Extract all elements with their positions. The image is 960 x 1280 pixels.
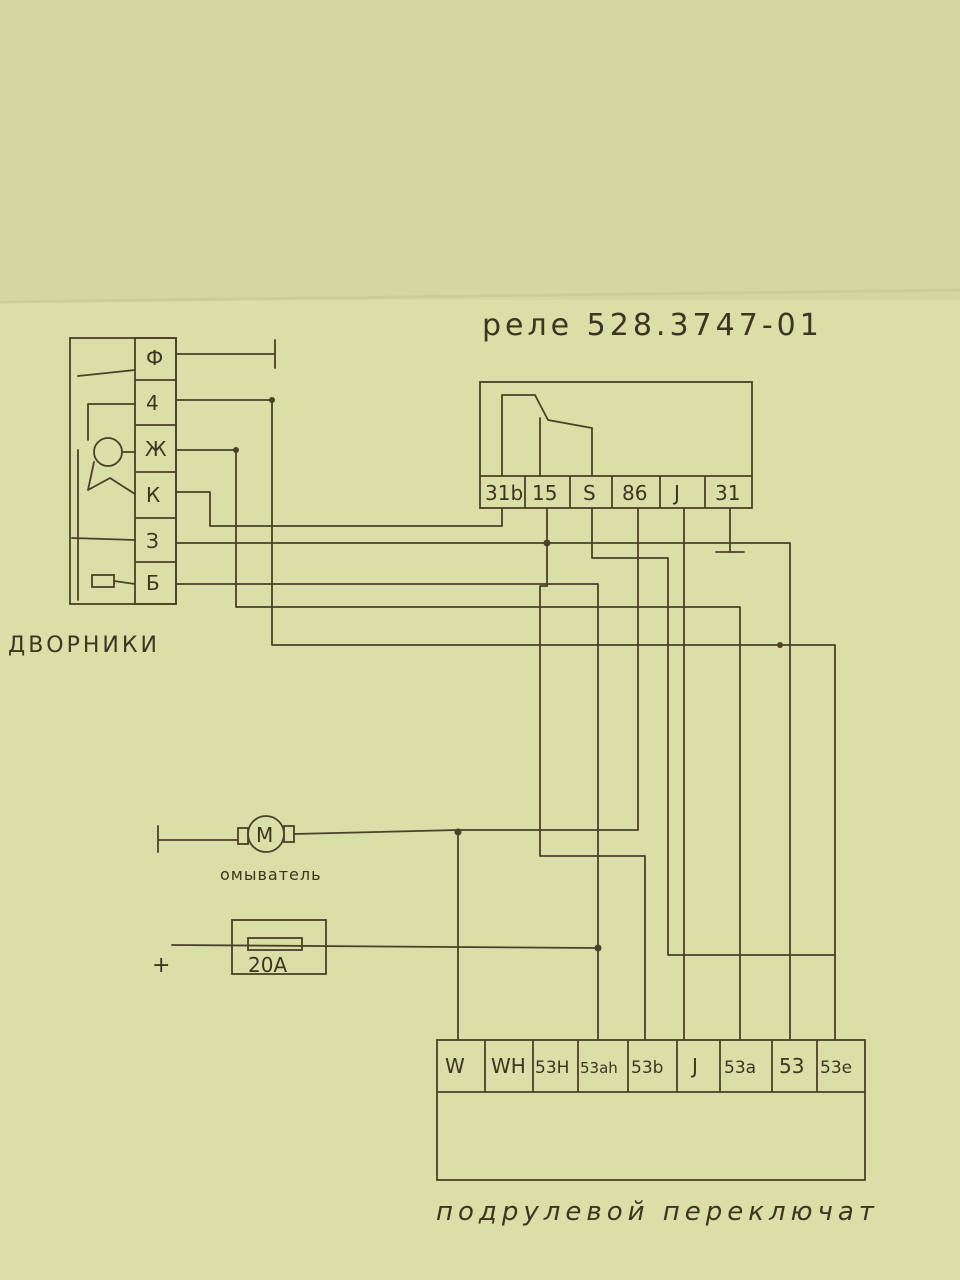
switch-pin-53e: 53e (820, 1058, 852, 1078)
wire-s-loop (591, 507, 836, 956)
switch-pin-53h: 53H (535, 1058, 569, 1078)
washer-caption: омыватель (220, 865, 322, 884)
washer-motor-symbol: M (256, 823, 273, 847)
switch-pin-53b: 53b (631, 1058, 663, 1078)
wire-4-to-53e (175, 399, 836, 1041)
wiper-motor-icon (93, 437, 123, 467)
relay-title: реле 528.3747-01 (482, 308, 823, 343)
wire-86-to-washer (457, 507, 639, 831)
switch-pin-53: 53 (779, 1054, 804, 1078)
wire-k-to-31b (175, 491, 503, 527)
relay-pin-j: J (672, 481, 680, 505)
stalk-switch-caption: подрулевой переключат (436, 1197, 879, 1227)
stalk-switch: W WH 53H 53ah 53b J 53a 53 53e (436, 1039, 866, 1181)
wiper-pin-f: Ф (146, 346, 163, 370)
switch-pin-w: W (445, 1054, 465, 1078)
fuse-element (247, 937, 303, 951)
relay-pin-86: 86 (622, 481, 647, 505)
wiper-connector: Ф 4 Ж К З Б (69, 337, 177, 605)
relay-body (479, 381, 753, 509)
wiper-pin-b: Б (146, 571, 160, 595)
wiper-pin-z: З (146, 529, 159, 553)
switch-pin-wh: WH (491, 1054, 526, 1078)
washer-motor: M (157, 815, 459, 853)
paper-fold-line (0, 288, 960, 304)
stalk-switch-body (436, 1039, 866, 1181)
plus-sign: + (152, 953, 173, 978)
switch-pin-j: J (690, 1054, 698, 1078)
wire-z-to-53 (546, 542, 791, 1041)
fuse-outline (231, 919, 327, 975)
wire-b-to-53ah (175, 583, 599, 1041)
wire-plus-to-53ah (171, 944, 599, 949)
wiper-pin-column (134, 337, 177, 605)
switch-pin-53ah: 53ah (580, 1059, 618, 1077)
wiper-caption: ДВОРНИКИ (8, 633, 160, 658)
wiper-pin-k: К (146, 483, 160, 507)
wiper-connector-outline (69, 337, 177, 605)
relay-block: 31b 15 S 86 J 31 (479, 381, 753, 509)
wiper-pin-zh: Ж (145, 437, 167, 461)
wire-15-to-53b (539, 585, 646, 1041)
fuse-block: 20A (171, 919, 602, 977)
relay-pin-31: 31 (715, 481, 740, 505)
relay-pin-s: S (583, 481, 596, 505)
wiper-pin-4: 4 (146, 391, 159, 415)
relay-pin-15: 15 (532, 481, 557, 505)
relay-internal-contact (501, 394, 593, 477)
wire-zh-to-53a (175, 449, 741, 1041)
wiper-terminal-icon (91, 574, 115, 588)
relay-pin-31b: 31b (485, 481, 523, 505)
fuse-rating: 20A (248, 953, 287, 977)
paper-top-area (0, 0, 960, 300)
switch-pin-53a: 53a (724, 1058, 756, 1078)
